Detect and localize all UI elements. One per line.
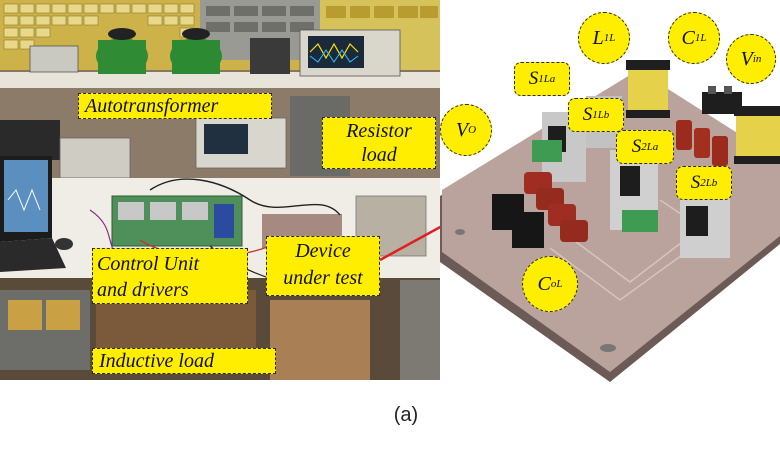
label-resistor-load: Resistor load (322, 117, 436, 169)
label-device-under-test: Device under test (266, 236, 380, 296)
label-control-unit: Control Unit and drivers (92, 248, 248, 304)
label-inductive-load: Inductive load (92, 348, 276, 374)
lab-setup-photo: Autotransformer Resistor load Control Un… (0, 0, 440, 380)
pcb-model (440, 60, 780, 382)
figure-caption: (a) (393, 404, 419, 426)
label-autotransformer: Autotransformer (78, 93, 272, 119)
